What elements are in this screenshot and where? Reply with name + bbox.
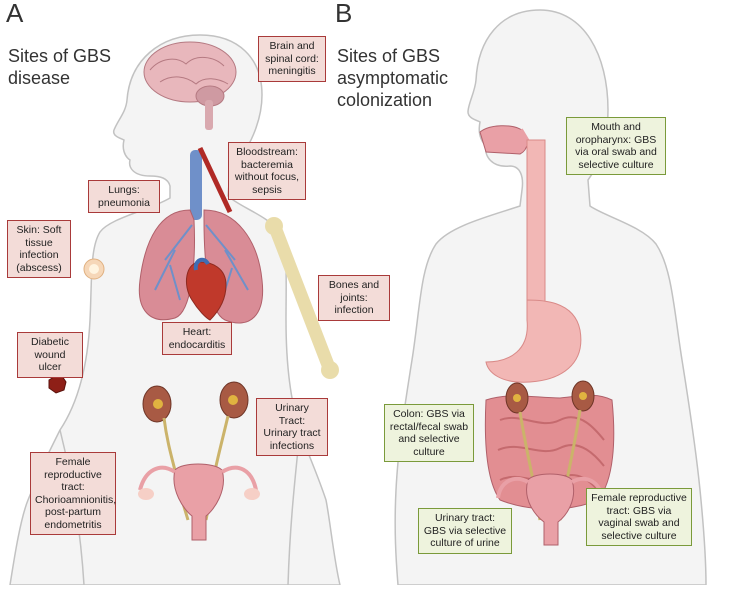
label-colon: Colon: GBS via rectal/fecal swab and sel… [384,404,474,462]
abscess-icon [83,258,105,280]
panel-b-letter: B [335,0,353,28]
esophagus-stomach-icon [485,139,582,383]
panel-b-title: Sites of GBS asymptomatic colonization [337,46,449,110]
label-lungs-pneumonia: Lungs: pneumonia [88,180,160,213]
kidneys-icon-a [142,381,249,521]
label-brain-meningitis: Brain and spinal cord: meningitis [258,36,326,82]
brain-icon [143,41,237,130]
label-bones-joints: Bones and joints: infection [318,275,390,321]
ulcer-icon [48,375,67,394]
label-female-reproductive-a: Female reproductive tract: Chorioamnioni… [30,452,116,535]
label-heart-endocarditis: Heart: endocarditis [162,322,232,355]
heart-icon [185,257,227,321]
label-diabetic-ulcer: Diabetic wound ulcer [17,332,83,378]
uterus-icon-a [138,463,260,541]
label-mouth-oropharynx: Mouth and oropharynx: GBS via oral swab … [566,117,666,175]
label-bloodstream-bacteremia: Bloodstream: bacteremia without focus, s… [228,142,306,200]
panel-a-letter: A [6,0,24,28]
bone-icon [265,217,339,379]
label-skin-infection: Skin: Soft tissue infection (abscess) [7,220,71,278]
lungs-icon [138,150,264,324]
label-urinary-tract-a: Urinary Tract: Urinary tract infections [256,398,328,456]
label-female-reproductive-b: Female reproductive tract: GBS via vagin… [586,488,692,546]
blood-vessel-icon [197,146,233,214]
panel-a-title: Sites of GBS disease [8,46,112,88]
label-urinary-tract-b: Urinary tract: GBS via selective culture… [418,508,512,554]
